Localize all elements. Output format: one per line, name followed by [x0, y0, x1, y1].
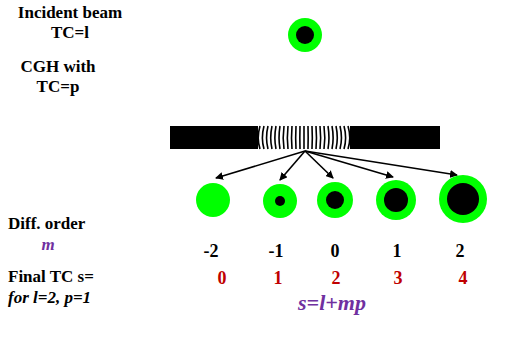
axis-label: Final TC s=: [8, 267, 94, 287]
cgh-plate: [170, 126, 440, 149]
charge-number: 1: [274, 267, 283, 289]
order-number: -2: [204, 240, 219, 262]
cgh-grating: [258, 126, 350, 149]
charge-number: 3: [394, 267, 403, 289]
variable-label: m: [41, 235, 54, 255]
incident-beam-label: Incident beam: [18, 3, 122, 23]
order-number: 0: [331, 240, 340, 262]
grating-lines: [258, 126, 350, 149]
order-number: 2: [456, 240, 465, 262]
output-beams: [196, 175, 487, 223]
charge-number: 0: [218, 267, 227, 289]
charge-number: 4: [459, 267, 468, 289]
diffraction-arrows: [216, 151, 457, 180]
topological-charge-label: TC=p: [37, 77, 80, 97]
cgh-label: CGH with: [20, 57, 95, 77]
note-label: for l=2, p=1: [8, 288, 91, 308]
order-number: 1: [393, 240, 402, 262]
charge-number: 2: [332, 267, 341, 289]
axis-label: Diff. order: [8, 214, 85, 234]
topological-charge-label: TC=l: [51, 23, 89, 43]
order-number: -1: [269, 240, 284, 262]
formula-label: s=l+mp: [298, 290, 366, 316]
incident-beam: [288, 18, 322, 52]
